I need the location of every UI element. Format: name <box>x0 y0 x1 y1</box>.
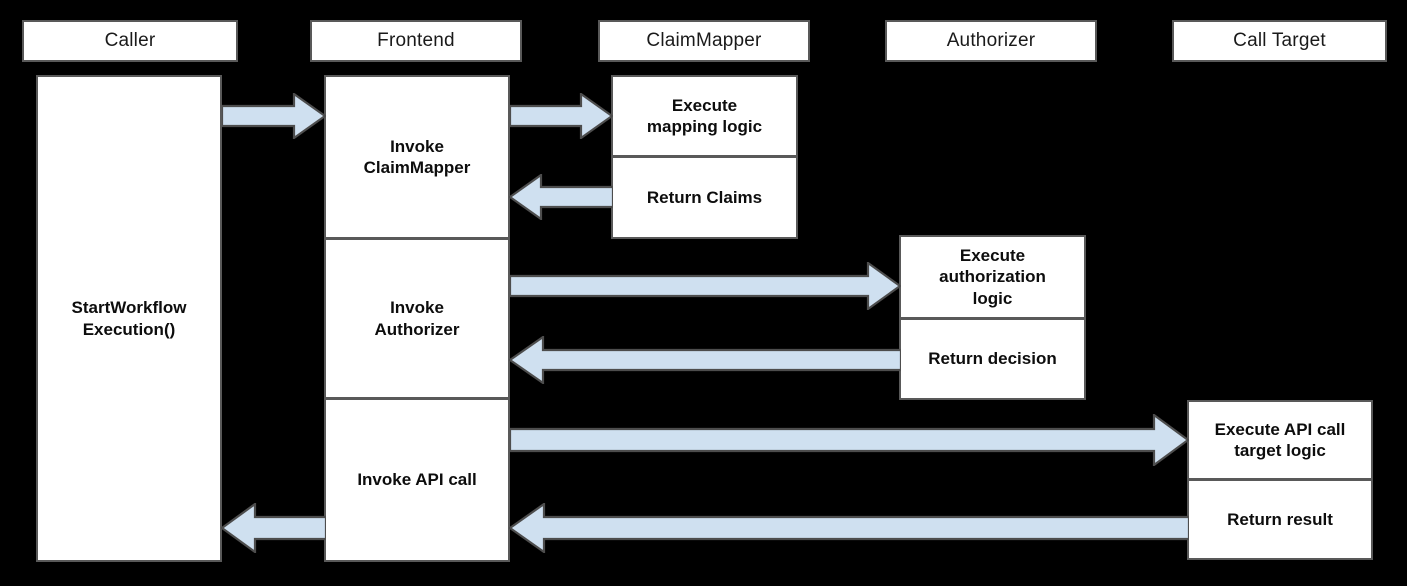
lifeline-header-caller-label: Caller <box>104 30 156 51</box>
arrow-calltarget-to-frontend[interactable] <box>509 503 1189 553</box>
activation-invoke-api-call-label: Invoke API call <box>357 470 477 490</box>
lifeline-header-authorizer-label: Authorizer <box>946 30 1036 51</box>
activation-return-claims-label: Return Claims <box>646 187 763 207</box>
arrow-frontend-to-authorizer[interactable] <box>510 262 901 310</box>
activation-return-claims[interactable]: Return Claims <box>611 156 798 239</box>
lifeline-header-caller[interactable]: Caller <box>22 20 238 62</box>
arrow-authorizer-to-frontend[interactable] <box>509 336 901 384</box>
lifeline-header-claimmapper-label: ClaimMapper <box>646 30 762 51</box>
arrow-caller-to-frontend[interactable] <box>222 93 326 139</box>
arrow-claimmapper-to-frontend[interactable] <box>509 174 613 220</box>
activation-return-result-label: Return result <box>1227 509 1333 529</box>
lifeline-header-claimmapper[interactable]: ClaimMapper <box>598 20 810 62</box>
activation-invoke-api-call[interactable]: Invoke API call <box>324 398 510 562</box>
arrow-frontend-to-calltarget[interactable] <box>510 414 1189 466</box>
arrow-frontend-to-claimmapper[interactable] <box>510 93 613 139</box>
lifeline-header-authorizer[interactable]: Authorizer <box>885 20 1097 62</box>
activation-return-decision-label: Return decision <box>928 349 1057 369</box>
lifeline-header-frontend[interactable]: Frontend <box>310 20 522 62</box>
lifeline-header-calltarget-label: Call Target <box>1233 30 1326 51</box>
activation-return-decision[interactable]: Return decision <box>899 318 1086 400</box>
activation-return-result[interactable]: Return result <box>1187 479 1373 560</box>
lifeline-header-calltarget[interactable]: Call Target <box>1172 20 1387 62</box>
arrow-frontend-to-caller[interactable] <box>221 503 326 553</box>
lifeline-header-frontend-label: Frontend <box>377 30 455 51</box>
